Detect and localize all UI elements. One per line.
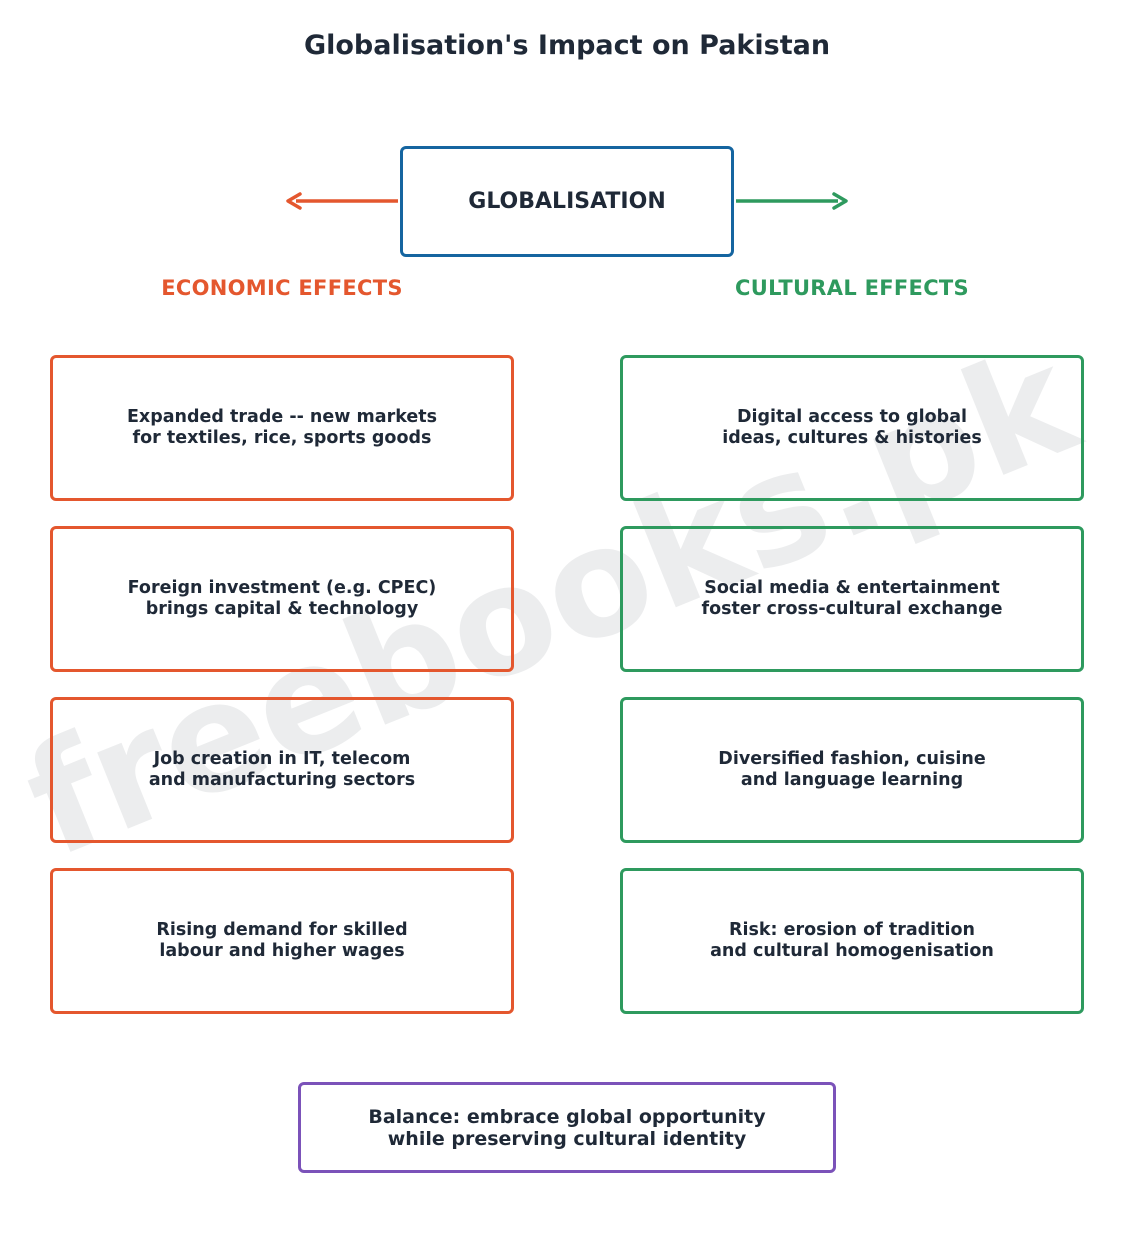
economic-effect-wages: Rising demand for skilled labour and hig…: [50, 868, 514, 1014]
cultural-effects-heading: CULTURAL EFFECTS: [735, 276, 969, 300]
arrow-right-head: [832, 192, 848, 210]
cultural-effect-digital-access: Digital access to global ideas, cultures…: [620, 355, 1084, 501]
arrow-left-head: [286, 192, 302, 210]
cultural-effect-diversity: Diversified fashion, cuisine and languag…: [620, 697, 1084, 843]
economic-effect-investment: Foreign investment (e.g. CPEC) brings ca…: [50, 526, 514, 672]
cultural-effect-social-media: Social media & entertainment foster cros…: [620, 526, 1084, 672]
cultural-effect-risk: Risk: erosion of tradition and cultural …: [620, 868, 1084, 1014]
balance-box: Balance: embrace global opportunity whil…: [298, 1082, 836, 1173]
economic-effect-trade: Expanded trade -- new markets for textil…: [50, 355, 514, 501]
economic-effects-heading: ECONOMIC EFFECTS: [161, 276, 403, 300]
globalisation-box: GLOBALISATION: [400, 146, 734, 257]
economic-effect-jobs: Job creation in IT, telecom and manufact…: [50, 697, 514, 843]
page-title: Globalisation's Impact on Pakistan: [303, 30, 831, 61]
